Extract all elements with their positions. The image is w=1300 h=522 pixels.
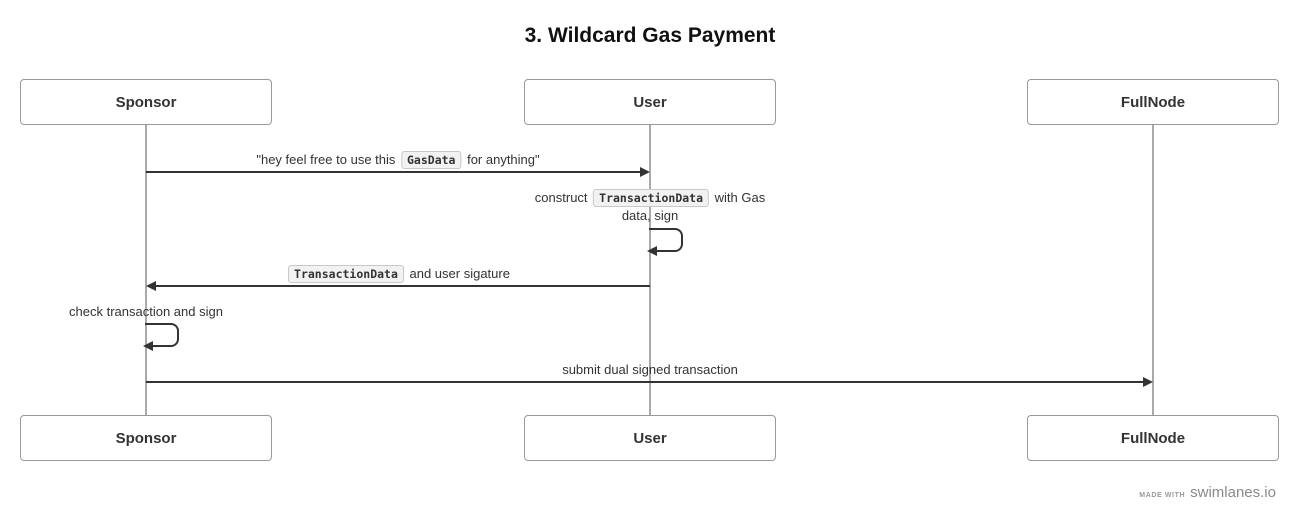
diagram-title: 3. Wildcard Gas Payment <box>524 24 776 47</box>
message-label-check: check transaction and sign <box>69 303 223 321</box>
actor-label: Sponsor <box>115 93 177 111</box>
label-text: with Gas <box>711 190 766 205</box>
label-text: data, sign <box>621 208 679 223</box>
actor-fullnode-bottom: FullNode <box>1027 415 1279 461</box>
message-label-construct: construct TransactionData with Gas data,… <box>535 189 765 225</box>
swimlanes-brand-link[interactable]: swimlanes.io <box>1190 484 1276 501</box>
actor-sponsor-bottom: Sponsor <box>20 415 272 461</box>
message-label-submit: submit dual signed transaction <box>562 361 738 379</box>
message-arrow-gas-offer <box>146 171 642 173</box>
message-label-gas-offer: "hey feel free to use this GasData for a… <box>256 151 540 169</box>
self-loop-user <box>647 228 683 256</box>
actor-sponsor-top: Sponsor <box>20 79 272 125</box>
lifeline-fullnode <box>1152 125 1154 415</box>
actor-user-bottom: User <box>524 415 776 461</box>
self-loop-sponsor <box>143 323 179 351</box>
actor-fullnode-top: FullNode <box>1027 79 1279 125</box>
label-text: submit dual signed transaction <box>562 362 738 377</box>
message-arrow-return-tx <box>156 285 650 287</box>
label-text: construct <box>534 190 592 205</box>
arrowhead-left-icon <box>143 341 153 351</box>
footer-watermark: MADE WITH swimlanes.io <box>1139 484 1276 501</box>
arrowhead-left-icon <box>647 246 657 256</box>
code-pill-transactiondata: TransactionData <box>593 189 710 207</box>
label-text: check transaction and sign <box>69 304 223 319</box>
label-text: "hey feel free to use this <box>256 152 399 167</box>
actor-user-top: User <box>524 79 776 125</box>
arrowhead-right-icon <box>640 167 650 177</box>
lifeline-sponsor <box>145 125 147 415</box>
lifeline-user <box>649 125 651 415</box>
actor-label: FullNode <box>1120 93 1186 111</box>
arrowhead-left-icon <box>146 281 156 291</box>
label-text: for anything" <box>463 152 540 167</box>
code-pill-gasdata: GasData <box>401 151 462 169</box>
message-arrow-submit <box>146 381 1143 383</box>
message-label-return-tx: TransactionData and user sigature <box>286 265 510 283</box>
arrowhead-right-icon <box>1143 377 1153 387</box>
label-text: and user sigature <box>405 266 510 281</box>
actor-label: User <box>633 429 667 447</box>
actor-label: FullNode <box>1120 429 1186 447</box>
actor-label: Sponsor <box>115 429 177 447</box>
code-pill-transactiondata: TransactionData <box>288 265 404 283</box>
actor-label: User <box>633 93 667 111</box>
made-with-label: MADE WITH <box>1139 492 1186 499</box>
